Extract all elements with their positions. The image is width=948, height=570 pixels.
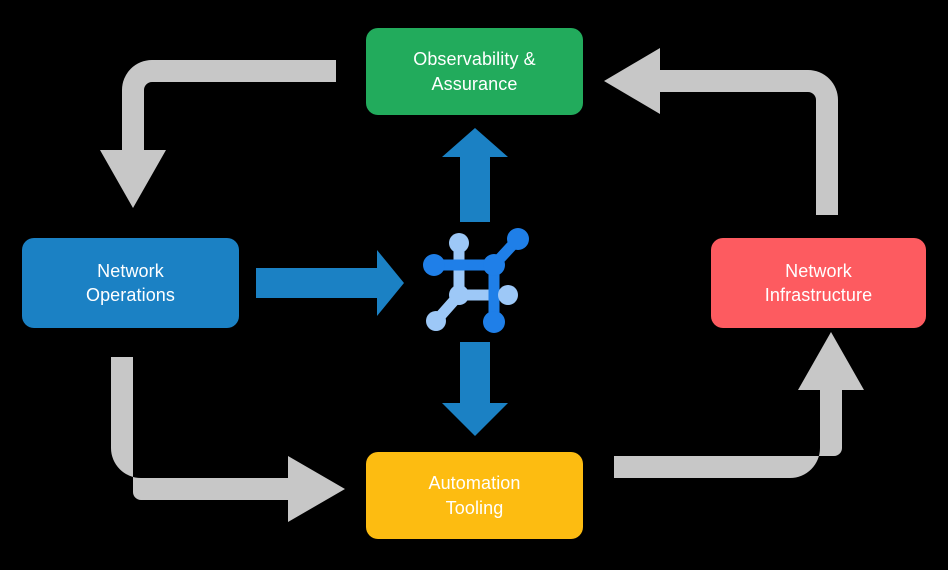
node-network-infrastructure-label: Network Infrastructure — [764, 260, 873, 305]
node-network-operations[interactable]: Network Operations — [22, 238, 239, 328]
arrow-observability-to-operations — [100, 60, 336, 208]
node-observability-label: Observability & Assurance — [413, 49, 536, 94]
network-topology-icon — [423, 228, 529, 333]
node-observability-assurance[interactable]: Observability & Assurance — [366, 28, 583, 115]
node-network-operations-label: Network Operations — [85, 260, 176, 305]
arrow-center-to-observability — [442, 128, 508, 222]
arrow-infrastructure-to-observability — [604, 48, 838, 215]
node-automation-tooling[interactable]: Automation Tooling — [366, 452, 583, 539]
arrow-operations-to-automation — [111, 357, 345, 522]
arrow-automation-to-infrastructure — [614, 332, 864, 478]
node-network-infrastructure[interactable]: Network Infrastructure — [711, 238, 926, 328]
arrow-center-to-automation — [442, 342, 508, 436]
arrow-operations-to-center — [256, 250, 404, 316]
node-automation-tooling-label: Automation Tooling — [428, 473, 521, 518]
